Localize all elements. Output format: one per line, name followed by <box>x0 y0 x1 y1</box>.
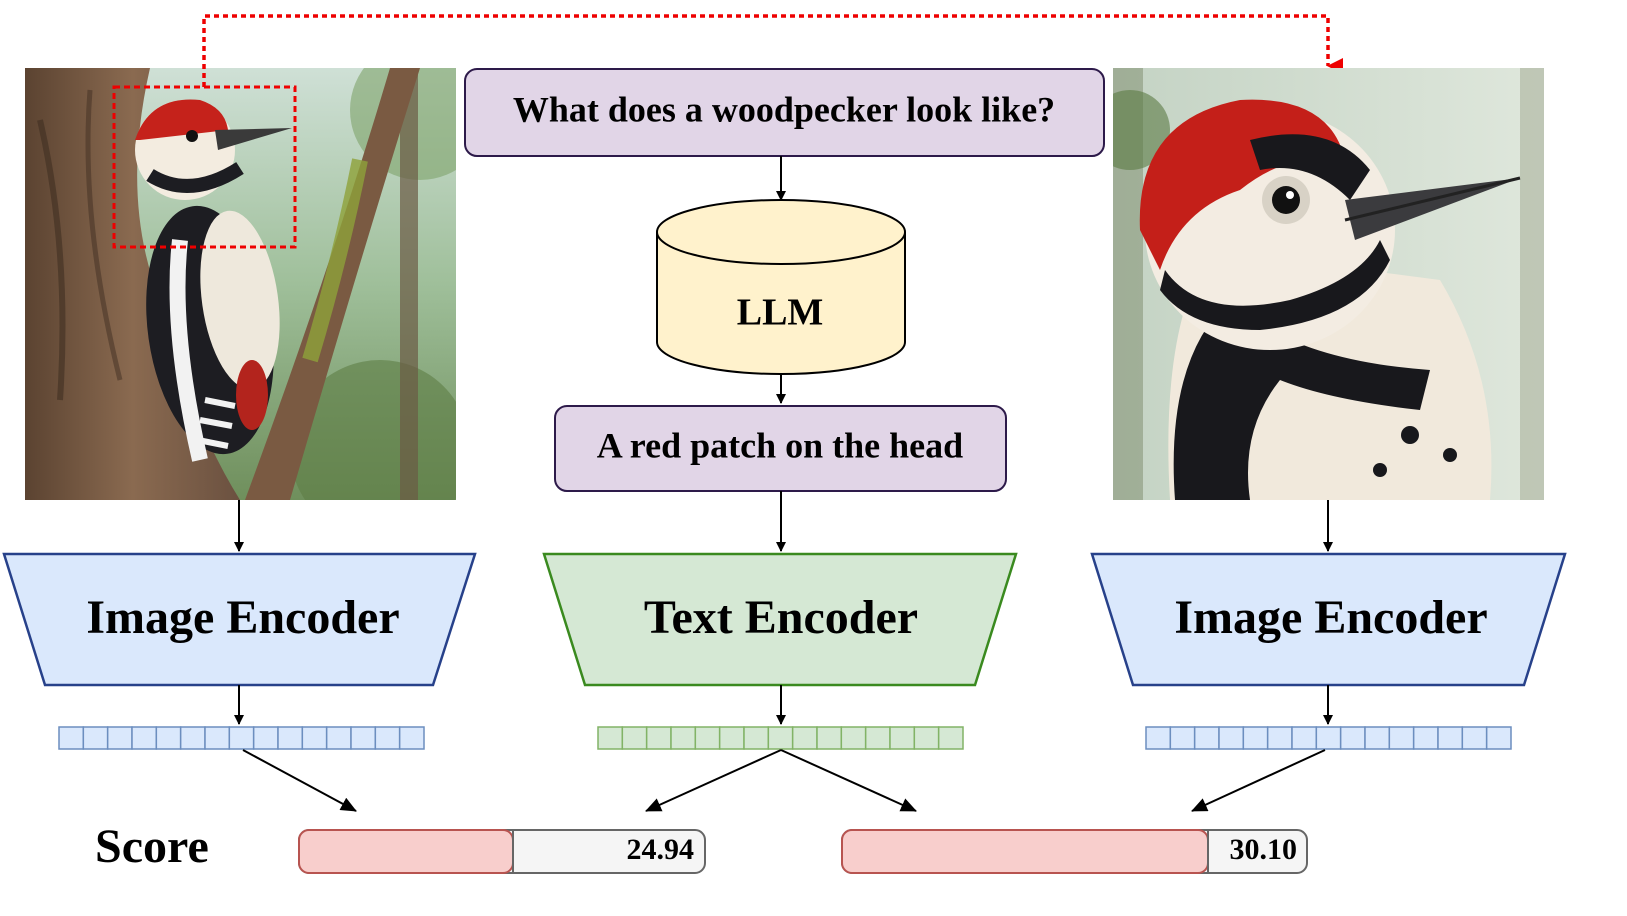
embedding-cell <box>889 726 916 750</box>
question-box <box>464 68 1105 157</box>
embedding-cell <box>350 726 377 750</box>
woodpecker-full-image <box>25 68 456 500</box>
embedding-cell <box>913 726 940 750</box>
embedding-cell <box>1169 726 1196 750</box>
arrow-right-vector-to-score <box>1191 749 1326 812</box>
embedding-cell <box>106 726 133 750</box>
embedding-cell <box>1412 726 1439 750</box>
embedding-cell <box>277 726 304 750</box>
score-value-right: 30.10 <box>1230 833 1298 866</box>
embedding-cell <box>179 726 206 750</box>
embedding-cell <box>82 726 109 750</box>
embedding-cell <box>1266 726 1293 750</box>
right-image-embedding <box>1145 726 1512 750</box>
arrow-left-vector-to-score <box>242 749 357 812</box>
score-label: Score <box>95 820 209 873</box>
score-bar-left <box>298 829 706 874</box>
llm-cylinder <box>656 199 906 375</box>
embedding-cell <box>1218 726 1245 750</box>
woodpecker-head-crop <box>1113 68 1544 500</box>
embedding-cell <box>1242 726 1269 750</box>
embedding-cell <box>252 726 279 750</box>
embedding-cell <box>301 726 328 750</box>
embedding-cell <box>767 726 794 750</box>
text-encoder-label: Text Encoder <box>644 591 918 644</box>
embedding-cell <box>1485 726 1512 750</box>
question-text: What does a woodpecker look like? <box>513 89 1055 129</box>
embedding-cell <box>791 726 818 750</box>
crop-zoom-arrow <box>202 14 1343 87</box>
embedding-cell <box>1461 726 1488 750</box>
llm-label: LLM <box>737 292 824 334</box>
right-image-encoder <box>1090 552 1567 687</box>
embedding-cell <box>1339 726 1366 750</box>
embedding-cell <box>597 726 624 750</box>
embedding-cell <box>155 726 182 750</box>
arrow-text-vector-to-left-score <box>645 749 782 812</box>
embedding-cell <box>864 726 891 750</box>
right-image-encoder-label: Image Encoder <box>1174 591 1487 644</box>
score-bar-right-fill <box>841 829 1209 874</box>
score-bar-left-fill <box>298 829 514 874</box>
answer-text: A red patch on the head <box>597 425 963 465</box>
text-embedding <box>597 726 964 750</box>
embedding-cell <box>374 726 401 750</box>
embedding-cell <box>694 726 721 750</box>
embedding-cell <box>645 726 672 750</box>
embedding-cell <box>228 726 255 750</box>
embedding-cell <box>743 726 770 750</box>
text-encoder <box>542 552 1018 687</box>
embedding-cell <box>718 726 745 750</box>
embedding-cell <box>398 726 425 750</box>
embedding-cell <box>621 726 648 750</box>
arrow-text-vector-to-right-score <box>780 749 917 812</box>
embedding-cell <box>1291 726 1318 750</box>
score-value-left: 24.94 <box>627 833 695 866</box>
left-image-encoder-label: Image Encoder <box>86 591 399 644</box>
embedding-cell <box>1364 726 1391 750</box>
embedding-cell <box>1145 726 1172 750</box>
embedding-cell <box>58 726 85 750</box>
embedding-cell <box>816 726 843 750</box>
embedding-cell <box>1388 726 1415 750</box>
embedding-cell <box>1437 726 1464 750</box>
embedding-cell <box>1315 726 1342 750</box>
score-bar-right <box>841 829 1308 874</box>
embedding-cell <box>840 726 867 750</box>
embedding-cell <box>1193 726 1220 750</box>
embedding-cell <box>670 726 697 750</box>
embedding-cell <box>937 726 964 750</box>
embedding-cell <box>325 726 352 750</box>
left-image-embedding <box>58 726 425 750</box>
left-image-encoder <box>2 552 477 687</box>
embedding-cell <box>131 726 158 750</box>
embedding-cell <box>204 726 231 750</box>
